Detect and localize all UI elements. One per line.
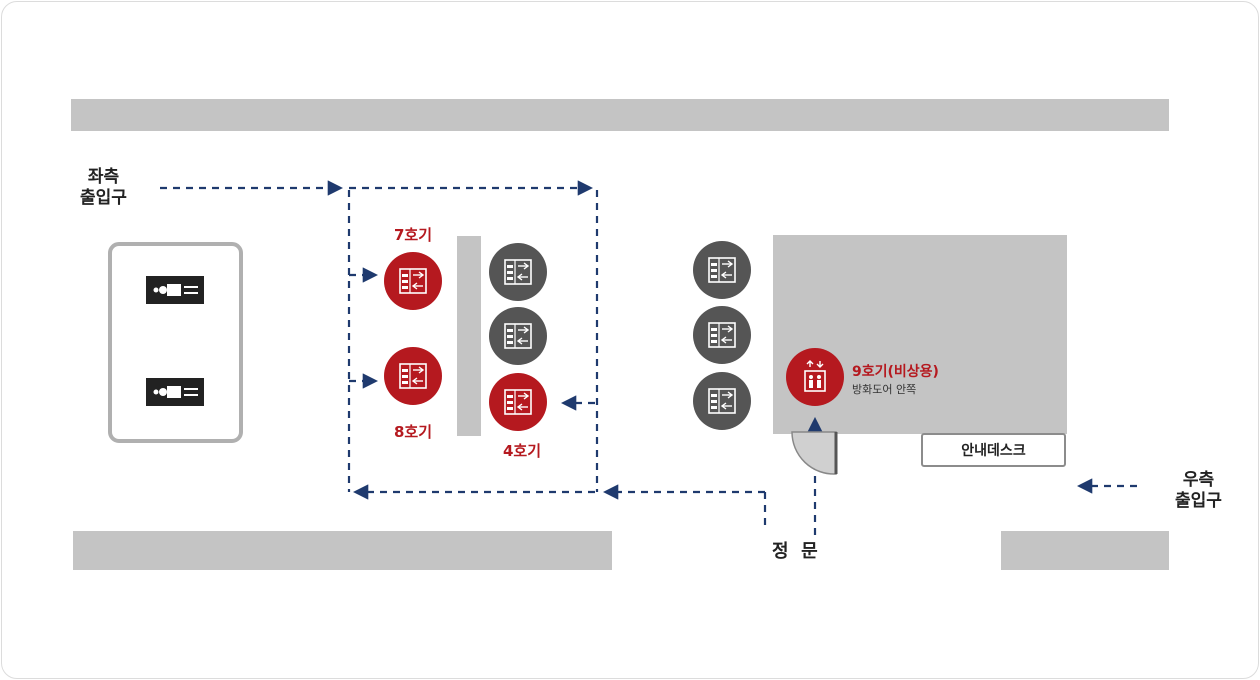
elevator-4-label: 4호기 bbox=[503, 442, 542, 460]
elevator-icon bbox=[489, 307, 547, 365]
elevator-8-label: 8호기 bbox=[394, 423, 433, 441]
bottom-wall-right bbox=[1001, 531, 1169, 570]
restroom-sign-icon bbox=[146, 276, 204, 304]
elevator-icon bbox=[693, 306, 751, 364]
elevator-icon bbox=[489, 373, 547, 431]
elevator-9-note: 방화도어 안쪽 bbox=[852, 383, 917, 396]
restroom-area bbox=[108, 242, 243, 443]
left-entrance-label: 좌측 출입구 bbox=[80, 167, 127, 209]
main-gate-label: 정 문 bbox=[772, 541, 818, 562]
left-entrance-line1: 좌측 bbox=[87, 167, 120, 187]
elevator-core-wall bbox=[457, 236, 481, 436]
right-entrance-line1: 우측 bbox=[1182, 470, 1215, 490]
elevator-icon bbox=[489, 243, 547, 301]
elevator-icon bbox=[384, 252, 442, 310]
emergency-elevator-icon bbox=[786, 348, 844, 406]
left-entrance-line2: 출입구 bbox=[80, 188, 127, 208]
elevator-7-label: 7호기 bbox=[394, 226, 433, 244]
fire-door bbox=[791, 431, 838, 475]
right-entrance-line2: 출입구 bbox=[1175, 491, 1222, 511]
info-desk: 안내데스크 bbox=[921, 433, 1066, 467]
elevator-icon bbox=[693, 241, 751, 299]
bottom-wall-left bbox=[73, 531, 612, 570]
restroom-sign-icon bbox=[146, 378, 204, 406]
elevator-9-label: 9호기(비상용) bbox=[852, 364, 939, 380]
elevator-icon bbox=[693, 372, 751, 430]
top-wall bbox=[71, 99, 1169, 131]
right-entrance-label: 우측 출입구 bbox=[1175, 470, 1222, 512]
elevator-icon bbox=[384, 347, 442, 405]
